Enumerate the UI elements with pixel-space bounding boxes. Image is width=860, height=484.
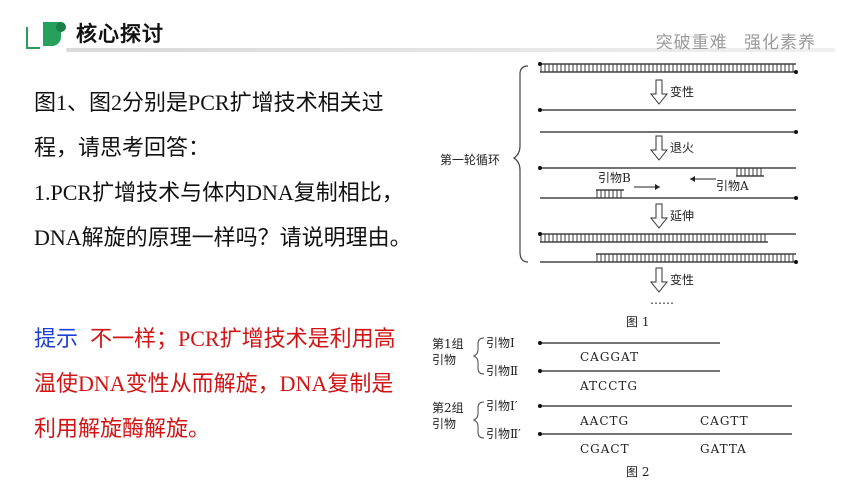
g1-primer2-label: 引物Ⅱ (486, 364, 518, 378)
step-anneal-label: 退火 (670, 141, 694, 155)
dna-double-strand-1 (540, 64, 796, 72)
down-arrow-icon (649, 79, 669, 105)
g1-primer1-label: 引物Ⅰ (486, 336, 515, 350)
cycle-label: 第一轮循环 (440, 153, 500, 167)
down-arrow-icon (649, 135, 669, 161)
section-subtitle: 突破重难 强化素养 (655, 33, 816, 53)
figure1-caption: 图 1 (626, 315, 649, 329)
primer-b-label: 引物B (598, 171, 631, 185)
dna-double-strand-2 (540, 234, 768, 242)
pcr-figures: 第一轮循环 变性 退火 引物B 引物A 延伸 (420, 56, 840, 484)
intro-paragraph: 图1、图2分别是PCR扩增技术相关过程，请思考回答： (34, 90, 384, 160)
g2-seq2b: GATTA (700, 442, 747, 456)
g2-primer1-label: 引物Ⅰ′ (486, 399, 518, 413)
answer-tip: 提示不一样；PCR扩增技术是利用高温使DNA变性从而解旋，DNA复制是利用解旋酶… (34, 316, 414, 451)
g2-primer2-label: 引物Ⅱ′ (486, 427, 521, 441)
step-extend-label: 延伸 (670, 209, 694, 223)
tip-label: 提示 (34, 326, 79, 351)
question-block: 图1、图2分别是PCR扩增技术相关过程，请思考回答： 1.PCR扩增技术与体内D… (34, 80, 414, 260)
leaf-icon (43, 22, 66, 46)
figure2-caption: 图 2 (626, 465, 649, 479)
header-bracket-decoration (26, 27, 40, 49)
g1-seq2: ATCCTG (579, 379, 638, 393)
g2-seq2a: CGACT (580, 442, 630, 456)
header-divider (66, 48, 836, 52)
g2-seq1a: AACTG (579, 414, 629, 428)
cycle-brace (512, 65, 529, 263)
primer-a-label: 引物A (716, 179, 749, 193)
group1-label2: 引物 (432, 353, 456, 367)
g1-seq1: CAGGAT (580, 350, 639, 364)
step-denature-label: 变性 (670, 84, 694, 99)
dna-double-strand-3 (596, 254, 796, 262)
down-arrow-icon (649, 203, 669, 229)
down-arrow-icon (649, 267, 669, 293)
group2-label2: 引物 (432, 417, 456, 431)
step-denature2-label: 变性 (670, 272, 694, 287)
section-header: 核心探讨 突破重难 强化素养 (0, 0, 860, 56)
g2-seq1b: CAGTT (700, 414, 749, 428)
primer-a (736, 168, 764, 176)
group2-label: 第2组 (432, 401, 464, 415)
pcr-diagram: 第一轮循环 变性 退火 引物B 引物A 延伸 (432, 62, 798, 479)
primer-b (596, 190, 624, 198)
section-title: 核心探讨 (76, 22, 164, 46)
tip-text: 不一样；PCR扩增技术是利用高温使DNA变性从而解旋，DNA复制是利用解旋酶解旋… (34, 326, 396, 441)
ellipsis: …… (650, 293, 674, 307)
group1-label: 第1组 (432, 337, 464, 351)
question-text: 1.PCR扩增技术与体内DNA复制相比，DNA解旋的原理一样吗？请说明理由。 (34, 180, 412, 250)
